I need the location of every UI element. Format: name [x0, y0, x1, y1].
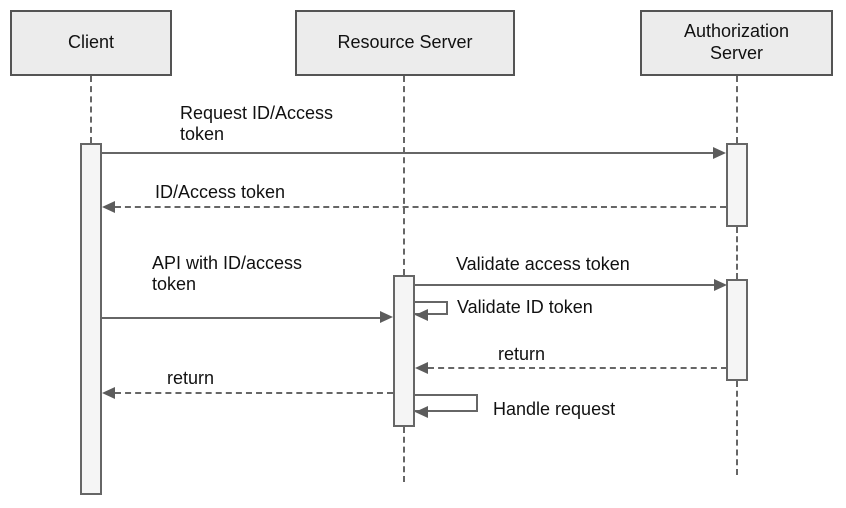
- message-line-request-id-access-token: [102, 152, 713, 154]
- message-line-api-with-id-access-token: [102, 317, 380, 319]
- actor-label-resource-server: Resource Server: [337, 32, 473, 53]
- actor-box-authorization-server: Authorization Server: [640, 10, 833, 76]
- actor-label-authorization-server: Authorization Server: [683, 21, 790, 63]
- message-line-return-resource-to-client: [115, 392, 393, 394]
- actor-box-client: Client: [10, 10, 172, 76]
- lifeline-resource-server-lower: [403, 427, 405, 482]
- message-label-return-resource-to-client: return: [167, 368, 215, 388]
- arrowhead-left-icon: [102, 201, 115, 213]
- lifeline-authorization-server-mid: [736, 227, 738, 279]
- activation-bar-resource-server: [393, 275, 415, 427]
- message-label-id-access-token: ID/Access token: [155, 182, 286, 202]
- self-message-loop-handle-request: [415, 394, 478, 412]
- message-label-validate-access-token: Validate access token: [456, 254, 630, 274]
- arrowhead-right-icon: [713, 147, 726, 159]
- arrowhead-left-icon: [415, 406, 428, 418]
- message-line-return-auth-to-resource: [428, 367, 727, 369]
- message-line-id-access-token: [115, 206, 726, 208]
- arrowhead-right-icon: [380, 311, 393, 323]
- message-label-api-with-id-access-token: API with ID/access token: [152, 253, 303, 294]
- actor-label-client: Client: [67, 32, 115, 53]
- activation-bar-authorization-server-1: [726, 143, 748, 227]
- message-label-return-auth-to-resource: return: [498, 344, 546, 364]
- arrowhead-left-icon: [102, 387, 115, 399]
- activation-bar-authorization-server-2: [726, 279, 748, 381]
- arrowhead-right-icon: [714, 279, 727, 291]
- message-label-request-id-access-token: Request ID/Access token: [180, 103, 334, 144]
- actor-box-resource-server: Resource Server: [295, 10, 515, 76]
- lifeline-resource-server: [403, 76, 405, 275]
- lifeline-authorization-server-lower: [736, 381, 738, 475]
- message-label-handle-request: Handle request: [493, 399, 616, 419]
- lifeline-authorization-server: [736, 76, 738, 143]
- message-line-validate-access-token: [415, 284, 714, 286]
- activation-bar-client: [80, 143, 102, 495]
- arrowhead-left-icon: [415, 362, 428, 374]
- arrowhead-left-icon: [415, 309, 428, 321]
- message-label-validate-id-token: Validate ID token: [457, 297, 593, 317]
- lifeline-client: [90, 76, 92, 143]
- self-message-loop-validate-id-token: [415, 301, 448, 315]
